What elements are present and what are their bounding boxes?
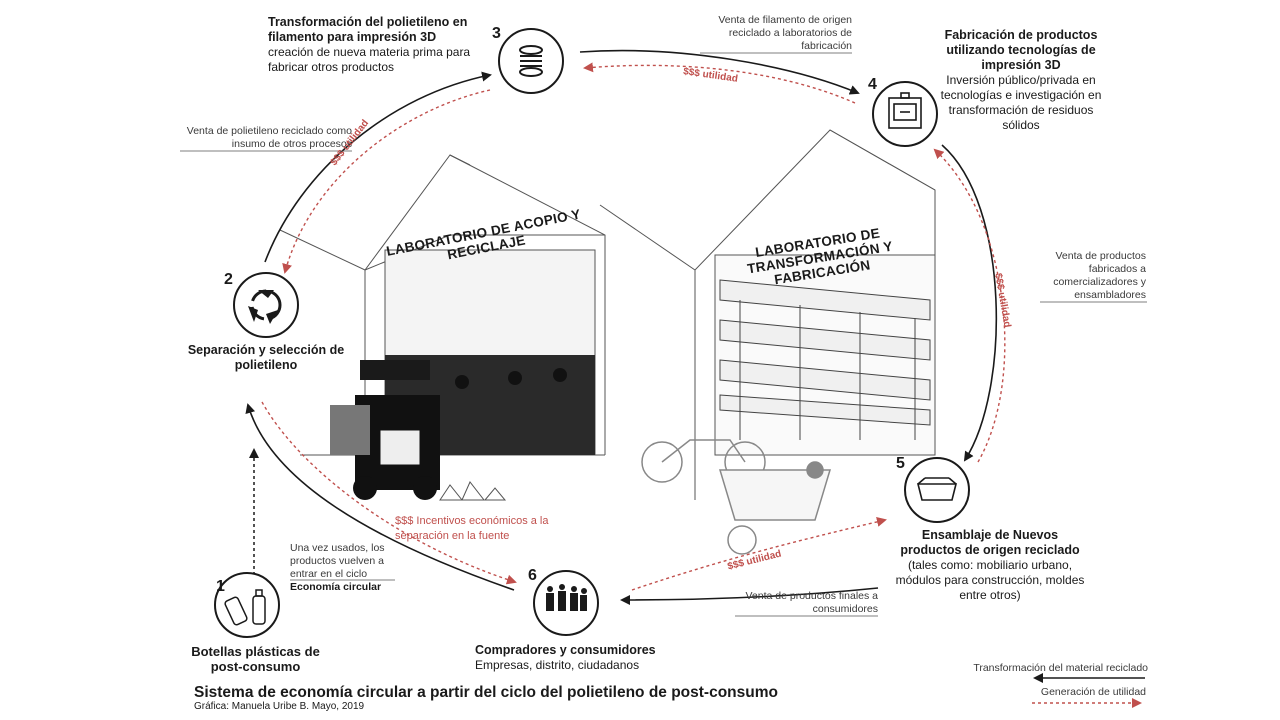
node-2-circle [233,272,299,338]
node-4-text: Fabricación de productos utilizando tecn… [930,28,1112,133]
note-4-to-5: Venta de productos fabricados a comercia… [1053,250,1146,301]
node-4-number: 4 [868,76,877,93]
plastic-bags-illustration [439,481,507,501]
node-1-heading: Botellas plásticas de post-consumo [191,644,320,674]
note-1-to-2-text: Una vez usados, los productos vuelven a … [290,542,385,580]
utility-arrow-4-to-3 [583,62,856,104]
node-3-text: Transformación del polietileno en filame… [268,15,488,75]
node-5-text: Ensamblaje de Nuevos productos de origen… [890,528,1090,603]
legend-symbols [1032,673,1145,708]
plastic-bottles-icon [224,589,266,626]
bicycle-cart-illustration [641,439,832,555]
node-4-circle [872,81,938,147]
node-2-heading: Separación y selección de polietileno [187,343,345,372]
node-5-subtext: (tales como: mobiliario urbano, módulos … [895,558,1085,602]
figure-credit: Gráfica: Manuela Uribe B. Mayo, 2019 [194,701,365,712]
node-4-subtext: Inversión público/privada en tecnologías… [940,73,1102,132]
lab-transformacion-printers-illustration [719,279,931,440]
note-rules [180,52,1147,617]
node-1-number: 1 [216,578,225,595]
node-6-heading: Compradores y consumidores [475,643,656,657]
node-6-subtext: Empresas, distrito, ciudadanos [475,658,640,672]
node-4-heading: Fabricación de productos utilizando tecn… [944,28,1098,72]
node-5-number: 5 [896,455,905,472]
recycled-module-icon [916,477,958,501]
note-1-to-2: Una vez usados, los productos vuelven a … [290,542,402,594]
material-arrow-5-to-6 [620,587,879,605]
node-3-subtext: creación de nueva materia prima para fab… [268,45,471,74]
legend-material-label: Transformación del material reciclado [973,662,1148,674]
node-5-circle [904,457,970,523]
recycle-icon [248,289,282,324]
note-3-to-4: Venta de filamento de origen reciclado a… [718,14,852,52]
material-arrow-2-to-3 [264,71,492,263]
node-3-heading: Transformación del polietileno en filame… [268,15,468,44]
filament-spool-icon [519,45,543,77]
node-6-text: Compradores y consumidores Empresas, dis… [475,643,685,673]
note-5-to-6: Venta de productos finales a consumidore… [745,590,878,615]
node-1-circle [214,572,280,638]
node-2-number: 2 [224,271,233,288]
utility-arrow-3-to-2 [282,89,491,274]
material-arrow-6-to-2 [245,403,515,591]
material-arrow-3-to-4 [579,49,860,95]
legend-utility-label: Generación de utilidad [1040,686,1146,698]
utility-arrow-6-to-5 [631,516,887,591]
node-6-number: 6 [528,567,537,584]
3d-printer-icon [888,92,922,129]
note-1-to-2-bold: Economía circular [290,581,382,593]
utility-flow-arrows [261,62,1006,591]
utility-arrow-5-to-4 [933,148,1006,463]
consumers-icon [546,584,587,611]
note-2-to-3: Venta de polietileno reciclado como insu… [186,125,352,150]
lab-acopio-workers-illustration [330,355,595,500]
material-flow-arrows [245,49,998,605]
node-3-number: 3 [492,25,501,42]
utility-arrow-2-to-6 [261,401,517,585]
material-arrow-4-to-5 [941,144,998,462]
figure-title: Sistema de economía circular a partir de… [194,684,778,701]
node-5-heading: Ensamblaje de Nuevos productos de origen… [900,528,1080,557]
utility-label-2-to-6: $$$ Incentivos económicos a la separació… [395,515,549,542]
